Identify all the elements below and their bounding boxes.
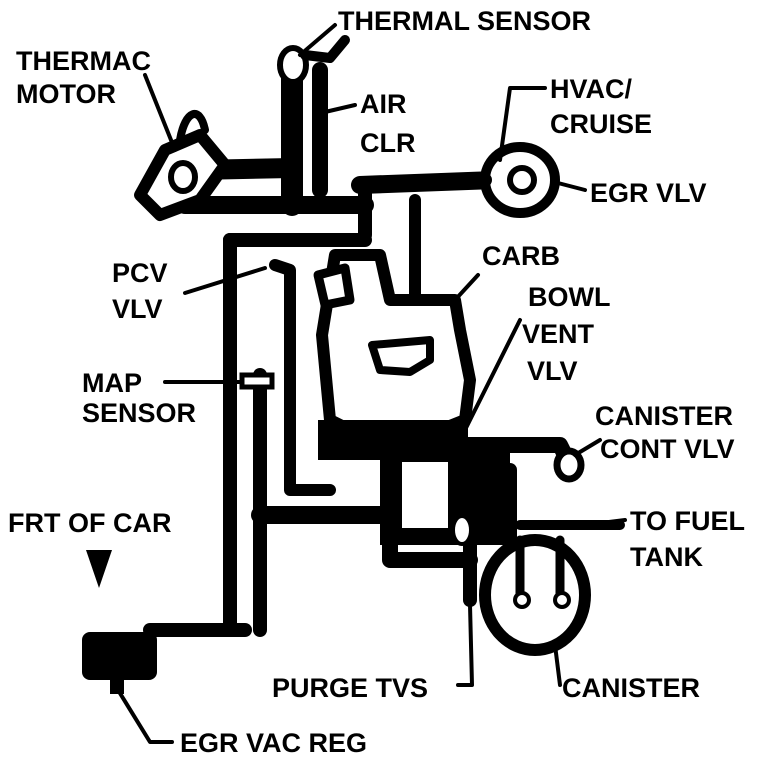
- label-hvac-cruise-line1: HVAC/: [550, 74, 633, 104]
- thermac-motor: [134, 129, 231, 221]
- label-map-sensor-line2: SENSOR: [82, 398, 196, 428]
- label-carb: CARB: [482, 241, 560, 271]
- label-thermal-sensor: THERMAL SENSOR: [338, 6, 591, 36]
- egr-vac-regulator: [82, 632, 157, 694]
- canister-control-valve: [553, 447, 585, 483]
- label-pcv-vlv-line2: VLV: [112, 294, 163, 324]
- label-air-clr-line1: AIR: [360, 89, 407, 119]
- pcv-vlv-leader: [183, 266, 267, 295]
- label-egr-vlv: EGR VLV: [590, 178, 707, 208]
- label-hvac-cruise-line2: CRUISE: [550, 109, 652, 139]
- label-purge-tvs: PURGE TVS: [272, 673, 428, 703]
- canister-body: [479, 534, 591, 656]
- carburetor: [313, 249, 476, 460]
- down-arrow-icon: [86, 550, 112, 588]
- labels: THERMAL SENSOR THERMAC MOTOR AIR CLR HVA…: [8, 6, 745, 758]
- egr-vac-reg-leader: [116, 688, 174, 744]
- label-canister: CANISTER: [562, 673, 700, 703]
- label-thermac-motor-line2: MOTOR: [16, 79, 116, 109]
- label-to-fuel-tank-line2: TANK: [630, 542, 703, 572]
- purge-tvs-leader: [456, 603, 474, 687]
- leader-lines: [116, 23, 627, 744]
- label-bowl-vent-vlv-line2: VENT: [522, 319, 595, 349]
- label-canister-cont-vlv-line1: CANISTER: [595, 401, 733, 431]
- pcv-line: [269, 259, 336, 496]
- label-thermac-motor-line1: THERMAC: [16, 46, 151, 76]
- canister-leader: [553, 643, 562, 687]
- map-sensor: [239, 372, 275, 390]
- label-frt-of-car: FRT OF CAR: [8, 508, 171, 538]
- hvac-cruise-leader: [498, 86, 547, 162]
- egr-vlv-leader: [556, 181, 587, 192]
- air-clr-leader: [323, 103, 357, 114]
- bowl-vent-vlv-leader: [463, 318, 522, 432]
- canister-cont-vlv-leader: [573, 438, 602, 457]
- label-to-fuel-tank-line1: TO FUEL: [630, 506, 745, 536]
- purge-tvs-block: [380, 445, 510, 546]
- thermac-link: [176, 110, 209, 144]
- thermal-sensor-leader: [298, 23, 337, 57]
- label-air-clr-line2: CLR: [360, 128, 416, 158]
- label-pcv-vlv-line1: PCV: [112, 258, 168, 288]
- to-fuel-tank-leader: [583, 518, 627, 527]
- label-egr-vac-reg: EGR VAC REG: [180, 728, 367, 758]
- label-bowl-vent-vlv-line3: VLV: [527, 356, 578, 386]
- thermal-sensor-tip: [300, 35, 350, 63]
- carb-leader: [453, 273, 480, 302]
- egr-valve: [448, 142, 560, 218]
- thermac-motor-leader: [143, 73, 177, 152]
- label-map-sensor-line1: MAP: [82, 368, 142, 398]
- label-canister-cont-vlv-line2: CONT VLV: [600, 434, 735, 464]
- label-bowl-vent-vlv-line1: BOWL: [528, 282, 610, 312]
